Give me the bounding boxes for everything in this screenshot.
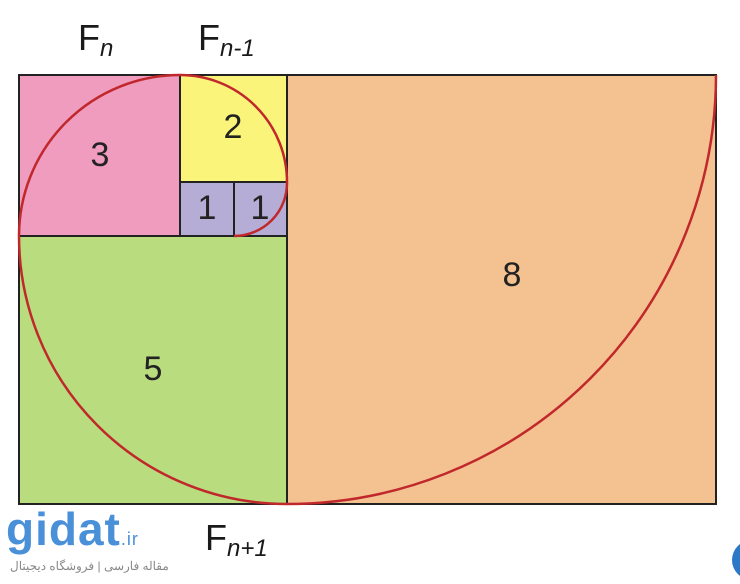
square-5-label: 5 [144,350,163,388]
square-1a-label: 1 [198,189,217,227]
square-3-label: 3 [91,136,110,174]
watermark-logo: gidat.ir [6,503,139,555]
square-1b-label: 1 [251,189,270,227]
watermark-tagline: مقاله فارسی | فروشگاه دیجیتال [10,559,169,573]
square-2-label: 2 [224,108,243,146]
square-8 [286,74,717,505]
corner-blue-circle [732,540,740,580]
label-fn-plus-1: Fn+1 [205,517,268,562]
square-8-label: 8 [503,256,522,294]
label-fn: Fn [78,17,114,62]
square-3 [18,74,181,237]
label-fn-minus-1: Fn-1 [198,17,255,62]
golden-spiral [17,73,718,506]
